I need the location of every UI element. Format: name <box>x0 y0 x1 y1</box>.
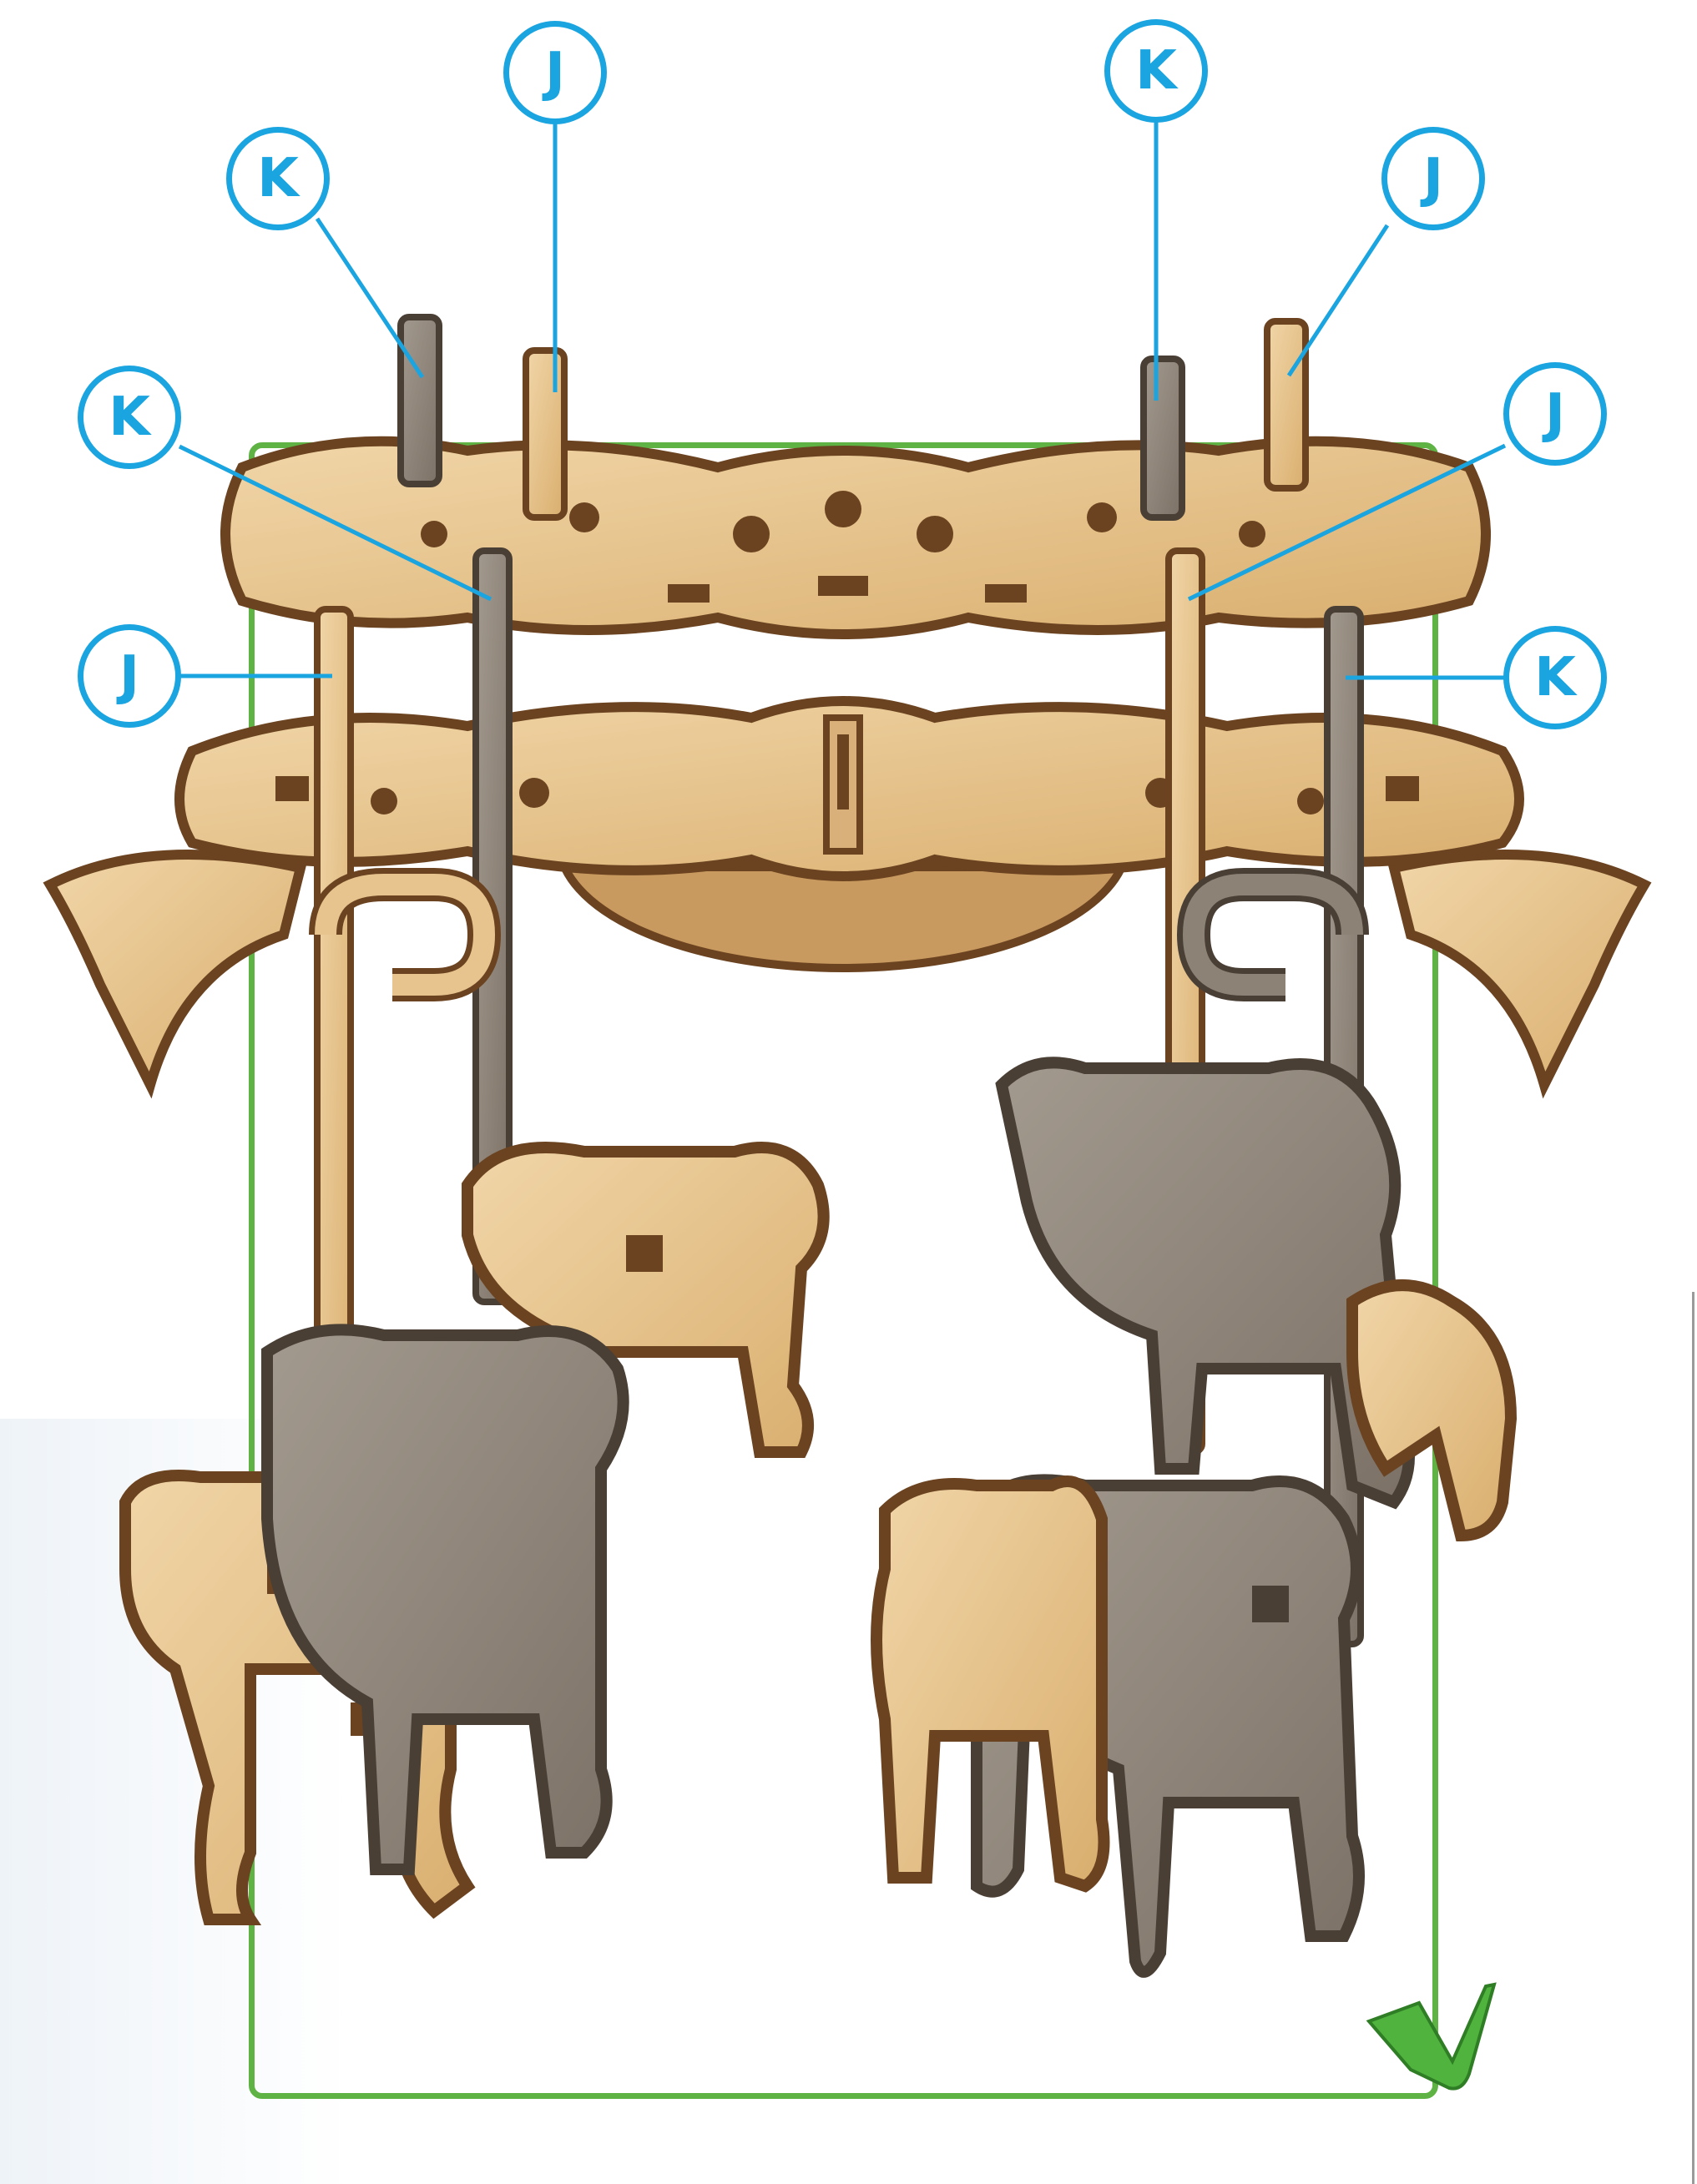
peg-k-top-left <box>401 317 439 484</box>
green-checkmark-icon <box>1369 1985 1494 2089</box>
peg-j-top-center-left <box>526 351 564 517</box>
callout-k-lower-right: K <box>1503 626 1607 729</box>
peg-j-top-right <box>1267 321 1306 488</box>
callout-k-top-center-right: K <box>1104 19 1208 123</box>
leader-j-top-right <box>1289 225 1387 376</box>
callout-k-top-left: K <box>226 127 330 230</box>
center-spine <box>826 718 860 851</box>
callout-j-top-right: J <box>1381 127 1485 230</box>
side-bracket-right <box>1394 855 1644 1085</box>
callout-j-top-center-left: J <box>503 21 607 124</box>
side-bracket-left <box>50 855 301 1085</box>
callout-k-mid-left: K <box>78 366 181 469</box>
callout-j-mid-right: J <box>1503 362 1607 466</box>
peg-k-top-center-right <box>1144 359 1182 517</box>
callout-j-lower-left: J <box>78 624 181 728</box>
leader-k-top-left <box>317 219 422 377</box>
